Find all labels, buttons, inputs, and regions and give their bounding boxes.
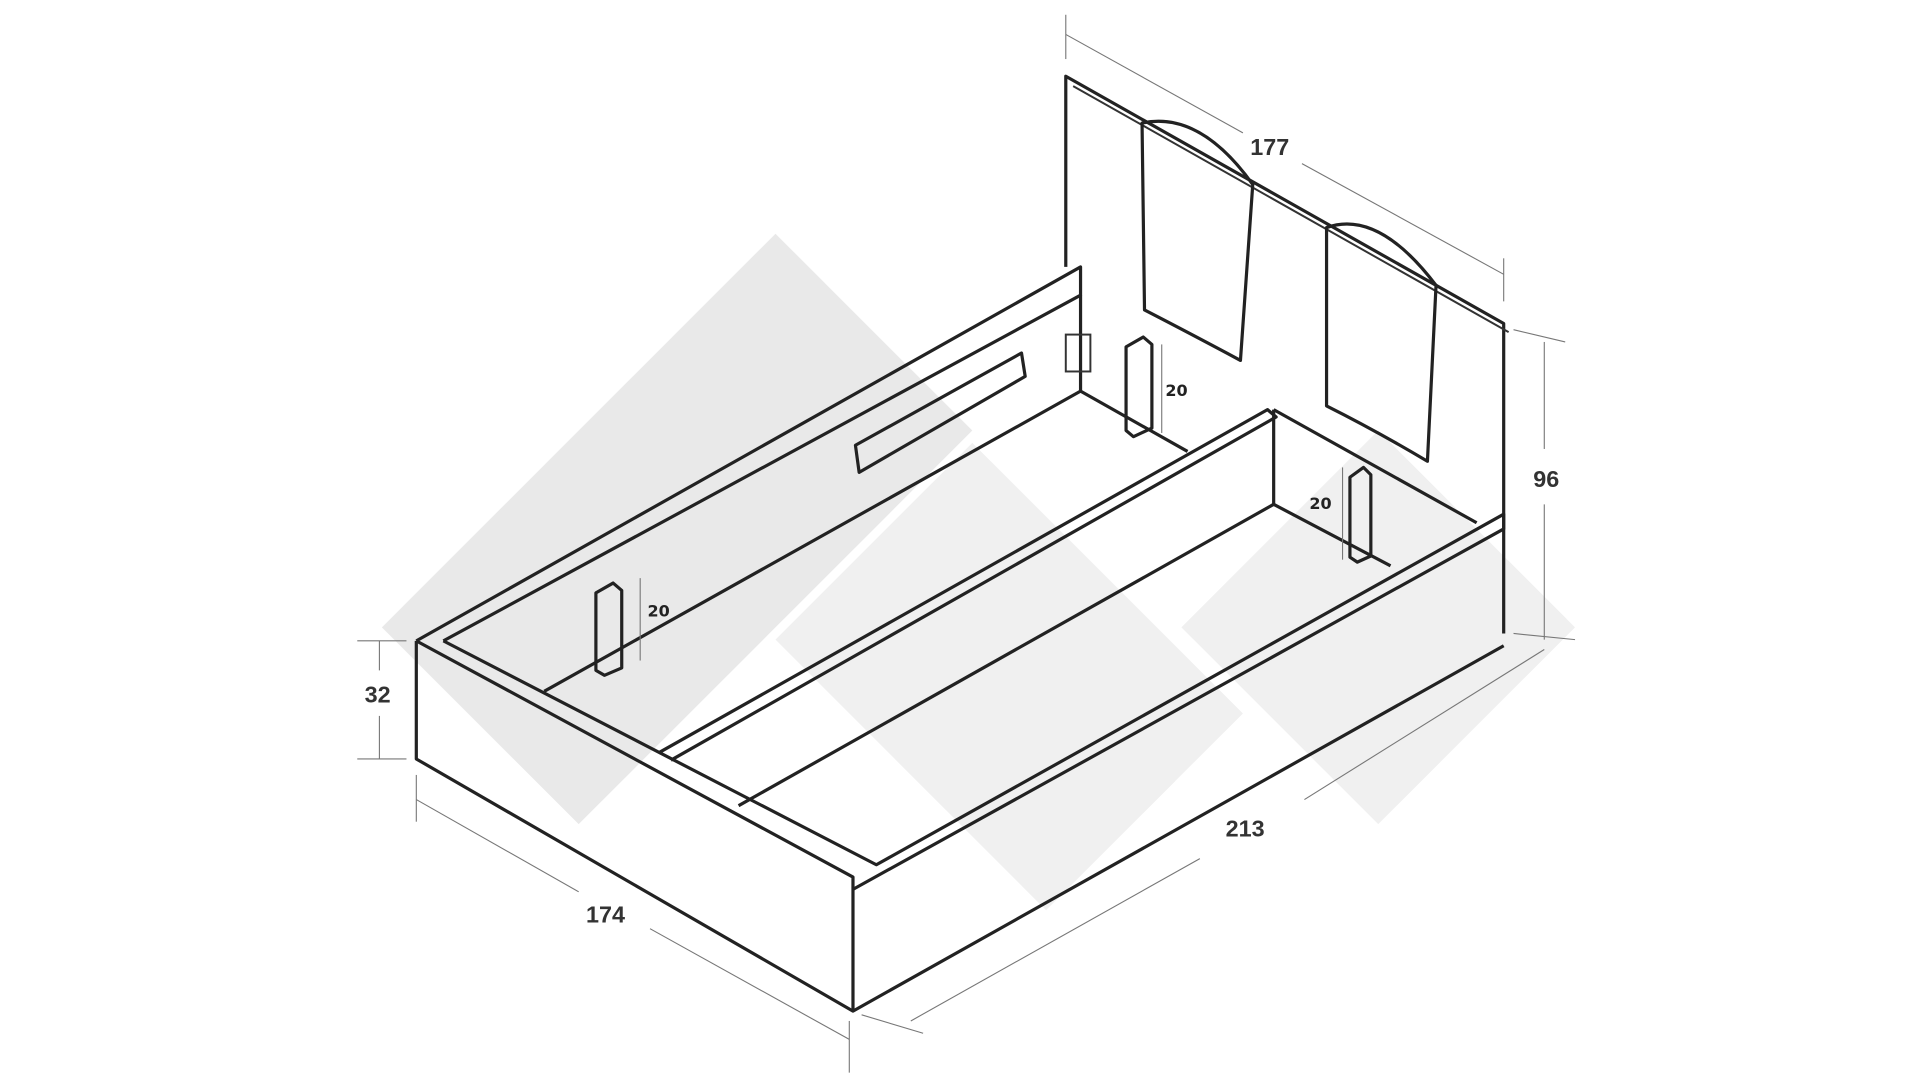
bracket — [1064, 333, 1092, 373]
support-post-3 — [1348, 465, 1373, 564]
dimension-lines — [357, 14, 1576, 1073]
headboard-width-label: 177 — [1250, 134, 1289, 160]
headboard-cushion-left — [1140, 119, 1255, 363]
side-slat-rail — [853, 351, 1027, 474]
headboard-height-label: 96 — [1533, 466, 1559, 492]
frame-width-label: 174 — [586, 902, 625, 928]
headboard — [1064, 74, 1510, 634]
frame-length-label: 213 — [1226, 815, 1265, 841]
bed-frame — [414, 265, 1506, 1013]
center-beam — [657, 408, 1278, 762]
support-post-1 — [594, 581, 624, 677]
support-post-2 — [1124, 335, 1154, 439]
watermark-logo — [381, 233, 1576, 911]
support-height-label-2: 20 — [1165, 381, 1187, 400]
headboard-cushion-right — [1324, 222, 1438, 463]
support-height-label-1: 20 — [648, 601, 670, 620]
frame-height-label: 32 — [365, 681, 391, 707]
support-height-label-3: 20 — [1309, 494, 1331, 513]
